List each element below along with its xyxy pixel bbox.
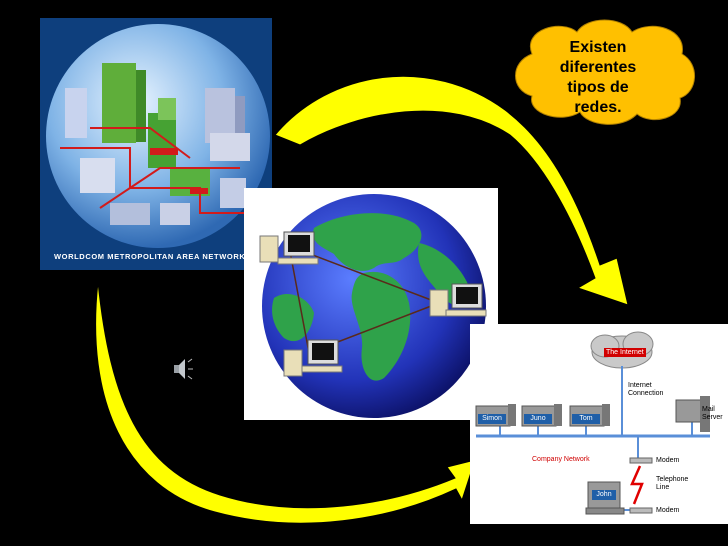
internet-connection-label-1: Internet (628, 382, 652, 389)
callout-line-3: tipos de (567, 79, 629, 96)
computer-label-simon: Simon (478, 414, 506, 424)
modem-label-2: Modem (656, 507, 680, 514)
callout-line-4: redes. (574, 99, 622, 116)
callout-text: Existen diferentes tipos de redes. (548, 38, 648, 118)
company-network-label: Company Network (532, 456, 590, 463)
modem-icon (629, 507, 653, 514)
computer-label-juno: Juno (524, 414, 552, 424)
globe-illustration (259, 194, 487, 418)
modem-icon (629, 457, 653, 464)
telephone-line-label-1: Telephone (656, 476, 689, 483)
telephone-line-label-2: Line (656, 484, 670, 491)
internet-label: The Internet (604, 348, 646, 357)
internet-connection-label-2: Connection (628, 390, 664, 397)
computer-icon (429, 283, 487, 317)
callout-line-2: diferentes (559, 59, 637, 76)
computer-label-john: John (592, 490, 616, 500)
company-network-diagram: The Internet Internet Connection Mail Se… (470, 324, 728, 524)
globe-network-image (244, 188, 498, 420)
city-globe-illustration (40, 24, 272, 270)
callout-cloud (515, 19, 695, 125)
arrow-top (274, 75, 629, 306)
mail-server-label-2: Server (702, 414, 723, 421)
arrow-bottom (95, 281, 476, 524)
computer-icon (283, 339, 343, 377)
computer-label-tom: Tom (572, 414, 600, 424)
telephone-line-icon (630, 465, 644, 505)
metro-banner-label: WORLDCOM METROPOLITAN AREA NETWORKS (54, 252, 251, 261)
modem-label-1: Modem (656, 457, 680, 464)
mail-server-icon (675, 396, 710, 432)
callout-line-1: Existen (569, 39, 627, 56)
speaker-icon[interactable] (172, 356, 194, 384)
computer-icon (259, 231, 319, 265)
mail-server-label-1: Mail (702, 406, 715, 413)
metro-network-image (40, 18, 272, 270)
